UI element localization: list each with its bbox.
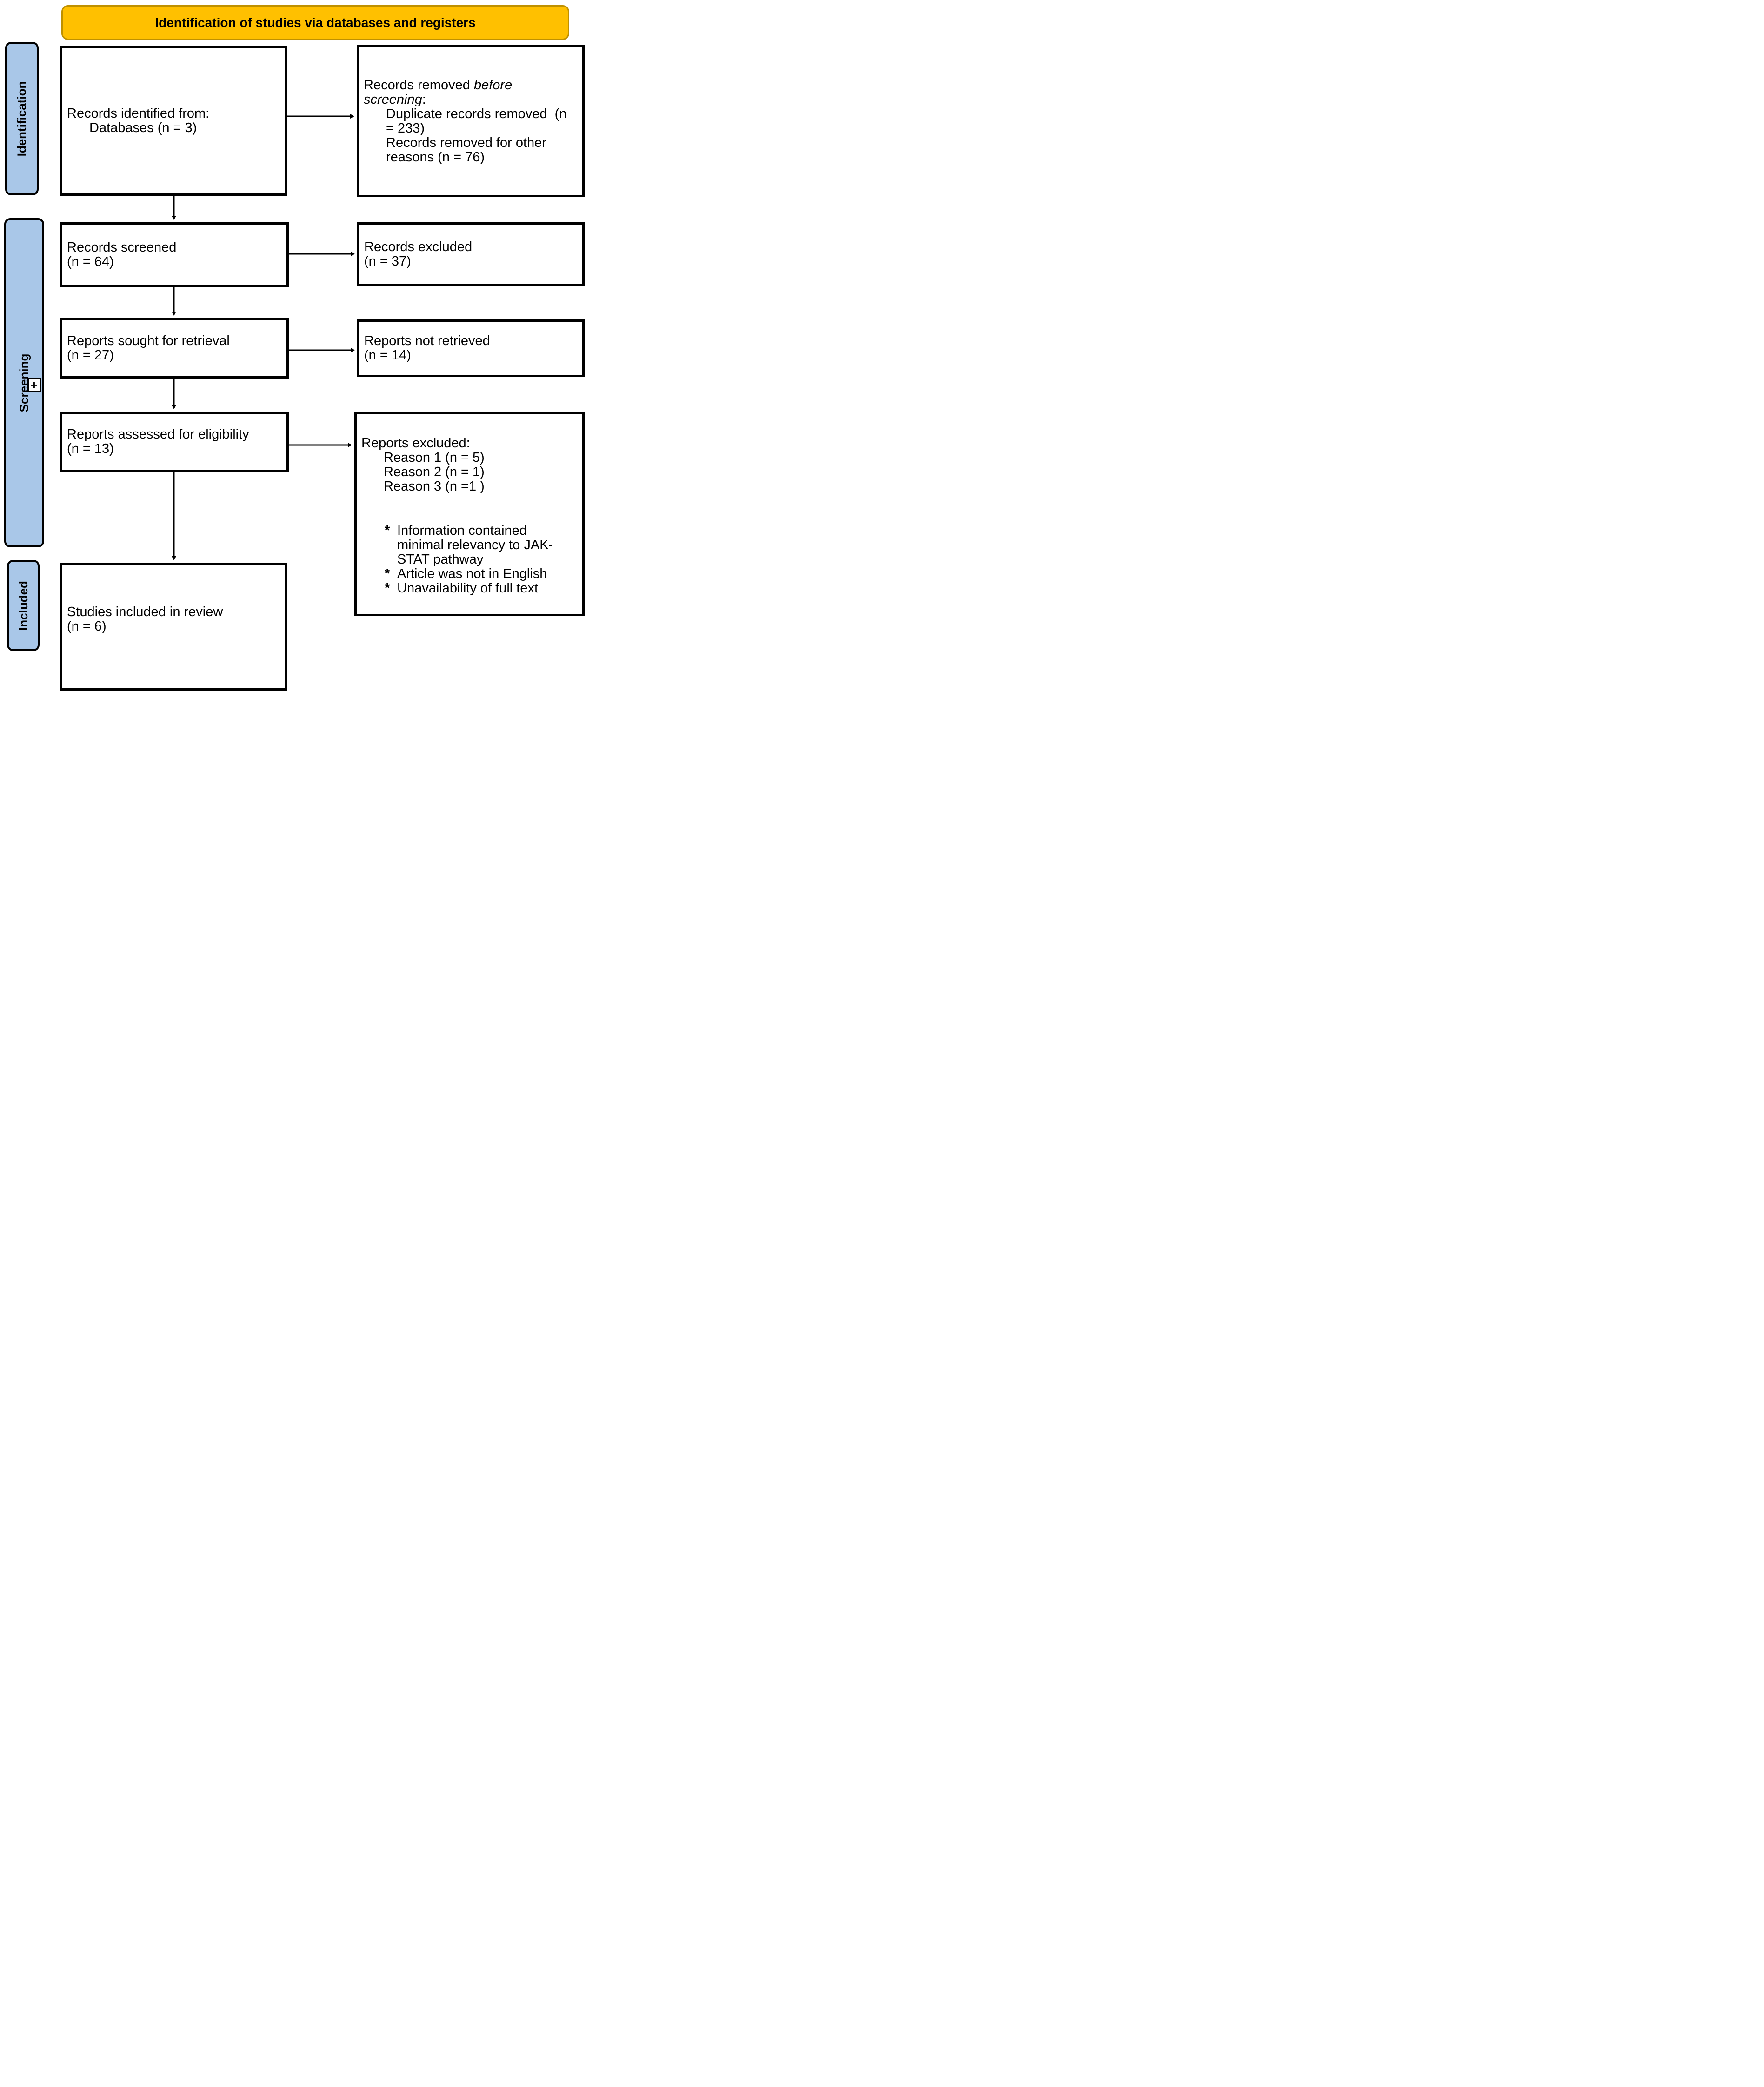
stage-label-included: Included [7,560,40,651]
plus-glyph: + [30,378,38,392]
box-reports-assessed: Reports assessed for eligibility (n = 13… [60,412,289,472]
records-removed-title-prefix: Records removed [364,77,474,93]
records-removed-title-suffix: : [422,92,426,107]
asterisk-icon: * [385,566,390,581]
records-identified-line1: Records identified from: [67,106,210,121]
box-records-removed-before-screening: Records removed before screening: Duplic… [357,45,585,197]
records-removed-title: Records removed before screening: [364,78,579,107]
reports-excluded-reason-3: Reason 3 (n =1 ) [384,479,485,494]
reports-excluded-notes: * Information contained minimal relevanc… [385,524,579,596]
records-removed-item-other: Records removed for other reasons (n = 7… [386,135,546,165]
box-records-identified: Records identified from: Databases (n = … [60,46,287,196]
records-removed-title-italic: before screening [364,77,513,107]
reports-excluded-reason-2: Reason 2 (n = 1) [384,465,485,479]
reports-excluded-reason-1: Reason 1 (n = 5) [384,450,485,465]
box-reports-not-retrieved: Reports not retrieved (n = 14) [357,319,585,377]
records-removed-item-duplicates: Duplicate records removed (n = 233) [386,106,567,136]
note-not-english: * Article was not in English [385,566,547,581]
prisma-flow-diagram: Identification of studies via databases … [0,0,588,696]
records-screened-text: Records screened (n = 64) [67,239,177,269]
records-excluded-text: Records excluded (n = 37) [364,239,473,269]
records-identified-line2: Databases (n = 3) [89,120,197,135]
stage-label-identification: Identification [5,42,39,195]
note-minimal-relevancy: * Information contained minimal relevanc… [385,523,553,567]
reports-excluded-title: Reports excluded: [361,436,470,451]
box-records-excluded: Records excluded (n = 37) [357,222,585,286]
box-reports-sought: Reports sought for retrieval (n = 27) [60,318,289,379]
studies-included-text: Studies included in review (n = 6) [67,604,223,634]
banner-identification-of-studies: Identification of studies via databases … [61,5,569,40]
box-records-screened: Records screened (n = 64) [60,222,289,287]
reports-not-retrieved-text: Reports not retrieved (n = 14) [364,333,490,363]
reports-sought-text: Reports sought for retrieval (n = 27) [67,333,230,363]
box-studies-included: Studies included in review (n = 6) [60,563,287,691]
asterisk-icon: * [385,523,390,538]
note-no-full-text: * Unavailability of full text [385,581,539,596]
box-reports-excluded: Reports excluded: Reason 1 (n = 5) Reaso… [354,412,585,616]
asterisk-icon: * [385,581,390,596]
outline-expand-plus-icon[interactable]: + [27,378,41,392]
reports-assessed-text: Reports assessed for eligibility (n = 13… [67,427,249,456]
stage-label-included-text: Included [16,580,30,631]
banner-title: Identification of studies via databases … [155,15,476,30]
stage-label-identification-text: Identification [14,81,29,156]
